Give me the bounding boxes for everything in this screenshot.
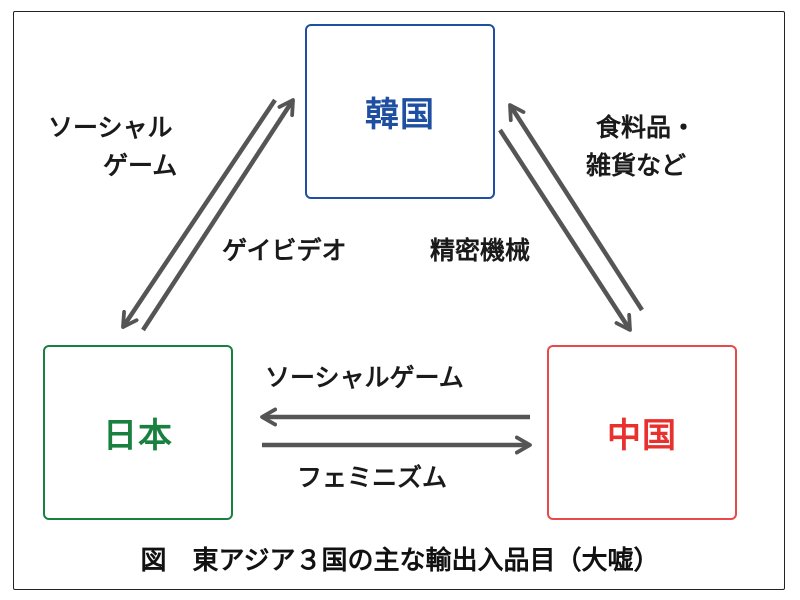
node-japan: 日本 <box>43 345 233 520</box>
arrow-korea-to-china <box>498 128 632 332</box>
node-china: 中国 <box>547 345 737 520</box>
flow-label-gay-video: ゲイビデオ <box>222 236 347 265</box>
node-korea: 韓国 <box>305 24 495 199</box>
node-japan-label: 日本 <box>103 416 173 456</box>
figure-caption: 図 東アジア３国の主な輸出入品目（大嘘） <box>140 546 660 576</box>
diagram-frame <box>13 11 785 590</box>
flow-label-goods: 雑貨など <box>586 151 687 180</box>
flow-label-food: 食料品・ <box>596 113 697 142</box>
arrow-china-to-korea <box>508 103 644 312</box>
arrow-japan-to-korea <box>141 98 295 332</box>
flow-label-precision-machinery: 精密機械 <box>430 236 531 265</box>
node-korea-label: 韓国 <box>365 95 435 135</box>
node-china-label: 中国 <box>607 416 677 456</box>
arrow-korea-to-japan <box>121 98 277 329</box>
flow-label-social-game: ソーシャルゲーム <box>265 363 464 392</box>
flow-label-feminism: フェミニズム <box>297 463 448 492</box>
flow-label-social: ソーシャル <box>48 113 173 142</box>
flow-label-game: ゲーム <box>103 151 178 180</box>
